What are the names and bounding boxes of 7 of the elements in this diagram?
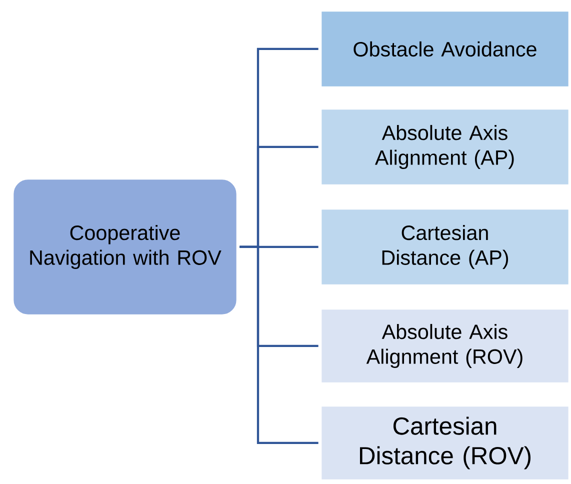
process-box: Cartesian Distance (AP) (318, 206, 571, 288)
process-box: Absolute Axis Alignment (AP) (318, 106, 571, 188)
connector-line (240, 246, 318, 444)
process-box: Obstacle Avoidance (318, 8, 571, 90)
process-box: Absolute Axis Alignment (ROV) (318, 306, 571, 386)
topic-box: Cooperative Navigation with ROV (10, 176, 240, 318)
process-box: Cartesian Distance (ROV) (318, 403, 571, 483)
